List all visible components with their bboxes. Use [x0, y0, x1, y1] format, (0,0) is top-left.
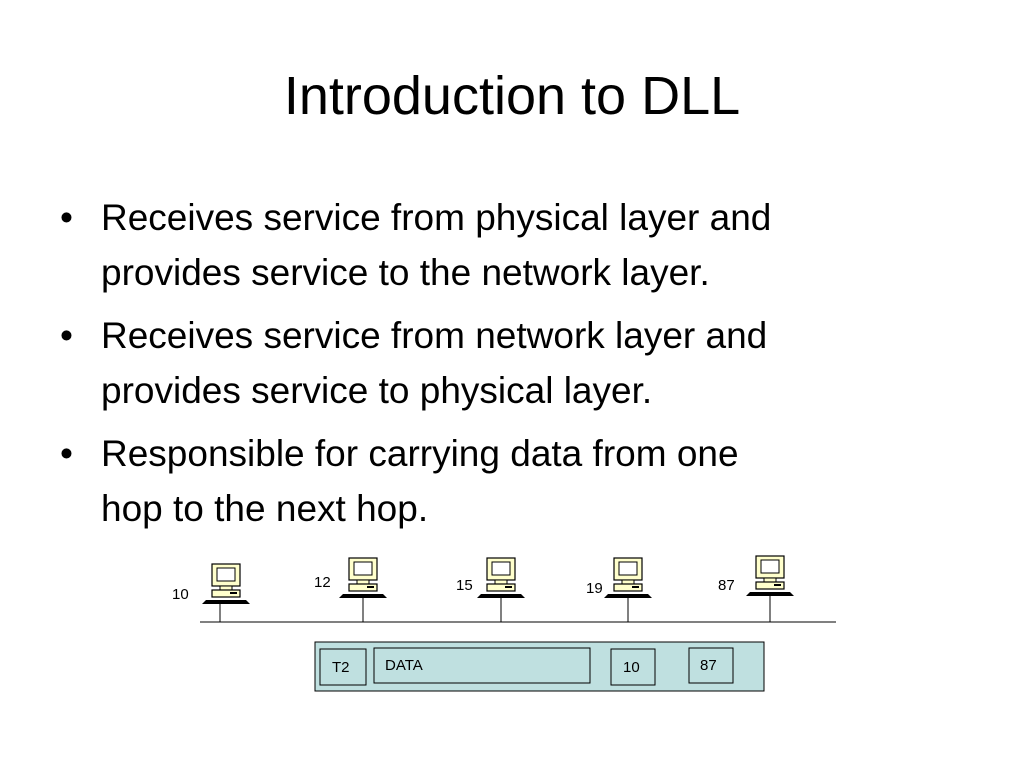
bullet-text-line: hop to the next hop. — [101, 488, 429, 529]
frame-field-data — [373, 647, 591, 684]
desktop-computer-icon — [603, 557, 653, 599]
station-10: 10 — [172, 563, 251, 622]
frame-field-label: 10 — [623, 659, 640, 676]
bullet-item: • Receives service from physical layer a… — [60, 190, 960, 300]
slide-title: Introduction to DLL — [283, 66, 741, 126]
desktop-computer-icon — [476, 557, 526, 599]
bullet-text-line: provides service to physical layer. — [101, 370, 653, 411]
bullet-text-line: Receives service from physical layer and — [101, 197, 772, 238]
bullet-dot: • — [60, 433, 73, 474]
desktop-computer-icon — [338, 557, 388, 599]
frame-field-destination — [688, 647, 734, 684]
frame-field-source — [610, 648, 656, 686]
bullet-dot: • — [60, 197, 73, 238]
frame-field-trailer — [319, 648, 367, 686]
frame-field-label: 87 — [700, 657, 717, 674]
data-frame: T2 DATA 10 87 — [314, 641, 765, 692]
station-12: 12 — [314, 557, 388, 622]
station-label: 10 — [172, 586, 189, 603]
station-19: 19 — [586, 557, 653, 622]
station-label: 12 — [314, 574, 331, 591]
frame-field-label: DATA — [385, 657, 423, 674]
bullet-text-line: Responsible for carrying data from one — [101, 433, 739, 474]
station-label: 19 — [586, 580, 603, 597]
station-label: 87 — [718, 577, 735, 594]
bullet-list: • Receives service from physical layer a… — [60, 190, 960, 544]
bullet-item: • Receives service from network layer an… — [60, 308, 960, 418]
bullet-item: • Responsible for carrying data from one… — [60, 426, 960, 536]
bullet-text-line: Receives service from network layer and — [101, 315, 768, 356]
desktop-computer-icon — [201, 563, 251, 605]
station-label: 15 — [456, 577, 473, 594]
station-87: 87 — [718, 555, 795, 622]
bullet-dot: • — [60, 315, 73, 356]
station-15: 15 — [456, 557, 526, 622]
frame-field-label: T2 — [332, 659, 350, 676]
desktop-computer-icon — [745, 555, 795, 597]
bullet-text-line: provides service to the network layer. — [101, 252, 710, 293]
